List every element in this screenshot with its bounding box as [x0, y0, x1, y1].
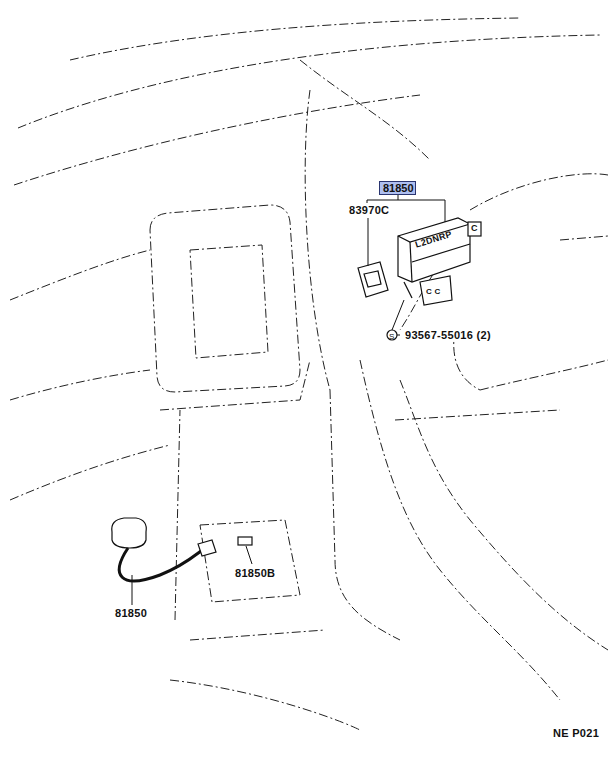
part-number: 81850B — [234, 567, 276, 579]
connector-mark: C C — [426, 287, 441, 296]
screw-symbol: S — [389, 332, 394, 341]
part-number: 83970C — [348, 204, 390, 216]
part-number: 93567-55016 (2) — [404, 329, 492, 341]
highlighted-part-number: 81850 — [379, 181, 416, 195]
part-number: 81850 — [383, 182, 415, 194]
part-number: 81850 — [114, 607, 148, 619]
connector-mark: C — [471, 223, 478, 233]
diagram-code: NE P021 — [552, 727, 600, 739]
